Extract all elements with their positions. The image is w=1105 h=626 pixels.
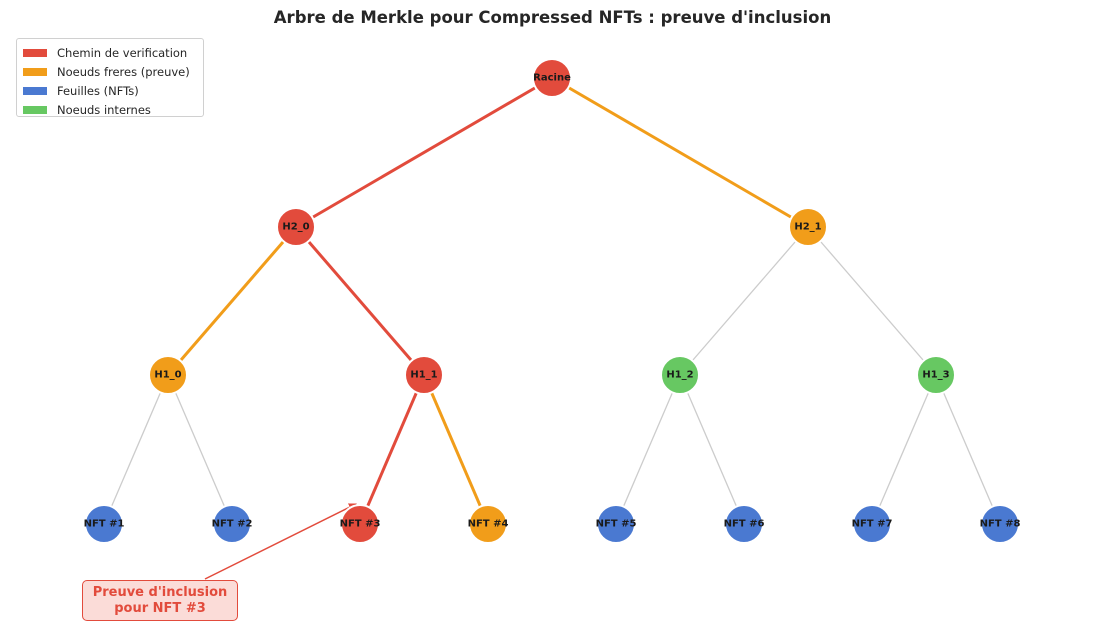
node-h1_0: H1_0 bbox=[148, 355, 188, 395]
node-circle-nft2 bbox=[212, 504, 252, 544]
node-label-nft5: NFT #5 bbox=[596, 519, 637, 530]
node-label-nft4: NFT #4 bbox=[468, 519, 509, 530]
node-circle-h1_1 bbox=[404, 355, 444, 395]
node-label-nft3: NFT #3 bbox=[340, 519, 381, 530]
node-circle-nft5 bbox=[596, 504, 636, 544]
node-circle-h2_1 bbox=[788, 207, 828, 247]
edge-root-h2_0 bbox=[295, 76, 553, 229]
node-h2_0: H2_0 bbox=[276, 207, 316, 247]
node-h1_3: H1_3 bbox=[916, 355, 956, 395]
edge-h2_1-h1_3 bbox=[807, 226, 937, 376]
node-circle-nft6 bbox=[724, 504, 764, 544]
edge-h1_0-nft2 bbox=[167, 374, 233, 525]
node-circle-nft4 bbox=[468, 504, 508, 544]
node-circle-h1_2 bbox=[660, 355, 700, 395]
edge-h1_3-nft7 bbox=[871, 374, 937, 525]
edge-h1_2-nft6 bbox=[679, 374, 745, 525]
edge-h1_2-nft5 bbox=[615, 374, 681, 525]
edge-h1_0-nft1 bbox=[103, 374, 169, 525]
node-h1_1: H1_1 bbox=[404, 355, 444, 395]
node-label-h2_1: H2_1 bbox=[794, 222, 821, 233]
node-label-h1_1: H1_1 bbox=[410, 370, 437, 381]
node-nft5: NFT #5 bbox=[596, 504, 637, 544]
edges-layer bbox=[103, 76, 1001, 525]
node-label-h1_0: H1_0 bbox=[154, 370, 181, 381]
legend-swatch-internal bbox=[23, 105, 47, 114]
node-label-nft6: NFT #6 bbox=[724, 519, 765, 530]
node-circle-h1_0 bbox=[148, 355, 188, 395]
legend-item-internal: Noeuds internes bbox=[23, 100, 203, 119]
legend-item-leaf: Feuilles (NFTs) bbox=[23, 81, 203, 100]
legend-item-sibling: Noeuds freres (preuve) bbox=[23, 62, 203, 81]
node-label-h2_0: H2_0 bbox=[282, 222, 309, 233]
legend-swatch-leaf bbox=[23, 86, 47, 95]
node-nft4: NFT #4 bbox=[468, 504, 509, 544]
edge-root-h2_1 bbox=[551, 76, 809, 229]
node-circle-nft3 bbox=[340, 504, 380, 544]
node-h1_2: H1_2 bbox=[660, 355, 700, 395]
legend-label-path: Chemin de verification bbox=[57, 45, 188, 60]
node-circle-nft7 bbox=[852, 504, 892, 544]
edge-h2_0-h1_0 bbox=[166, 226, 298, 376]
node-label-nft7: NFT #7 bbox=[852, 519, 893, 530]
node-circle-h1_3 bbox=[916, 355, 956, 395]
legend: Chemin de verification Noeuds freres (pr… bbox=[16, 38, 204, 117]
edge-h2_1-h1_2 bbox=[679, 226, 809, 376]
legend-swatch-path bbox=[23, 48, 47, 57]
legend-label-internal: Noeuds internes bbox=[57, 102, 151, 117]
legend-label-sibling: Noeuds freres (preuve) bbox=[57, 64, 190, 79]
node-label-nft8: NFT #8 bbox=[980, 519, 1021, 530]
node-nft6: NFT #6 bbox=[724, 504, 765, 544]
node-label-nft2: NFT #2 bbox=[212, 519, 253, 530]
edge-h1_1-nft4 bbox=[422, 374, 490, 525]
inclusion-proof-callout: Preuve d'inclusion pour NFT #3 bbox=[82, 580, 238, 621]
node-nft7: NFT #7 bbox=[852, 504, 893, 544]
node-root: Racine bbox=[532, 58, 572, 98]
node-circle-root bbox=[532, 58, 572, 98]
node-label-h1_3: H1_3 bbox=[922, 370, 949, 381]
legend-label-leaf: Feuilles (NFTs) bbox=[57, 83, 139, 98]
legend-swatch-sibling bbox=[23, 67, 47, 76]
callout-line-2: pour NFT #3 bbox=[114, 601, 206, 616]
edge-h2_0-h1_1 bbox=[294, 226, 426, 376]
legend-item-path: Chemin de verification bbox=[23, 43, 203, 62]
callout-line-1: Preuve d'inclusion bbox=[92, 585, 228, 600]
node-nft2: NFT #2 bbox=[212, 504, 253, 544]
node-label-h1_2: H1_2 bbox=[666, 370, 693, 381]
node-nft1: NFT #1 bbox=[84, 504, 125, 544]
node-nft8: NFT #8 bbox=[980, 504, 1021, 544]
node-circle-h2_0 bbox=[276, 207, 316, 247]
diagram-title: Arbre de Merkle pour Compressed NFTs : p… bbox=[273, 8, 832, 27]
annotation-arrow bbox=[204, 503, 357, 580]
node-circle-nft1 bbox=[84, 504, 124, 544]
node-label-root: Racine bbox=[533, 73, 571, 84]
node-label-nft1: NFT #1 bbox=[84, 519, 125, 530]
node-nft3: NFT #3 bbox=[340, 504, 381, 544]
node-h2_1: H2_1 bbox=[788, 207, 828, 247]
node-circle-nft8 bbox=[980, 504, 1020, 544]
edge-h1_1-nft3 bbox=[358, 374, 426, 525]
edge-h1_3-nft8 bbox=[935, 374, 1001, 525]
